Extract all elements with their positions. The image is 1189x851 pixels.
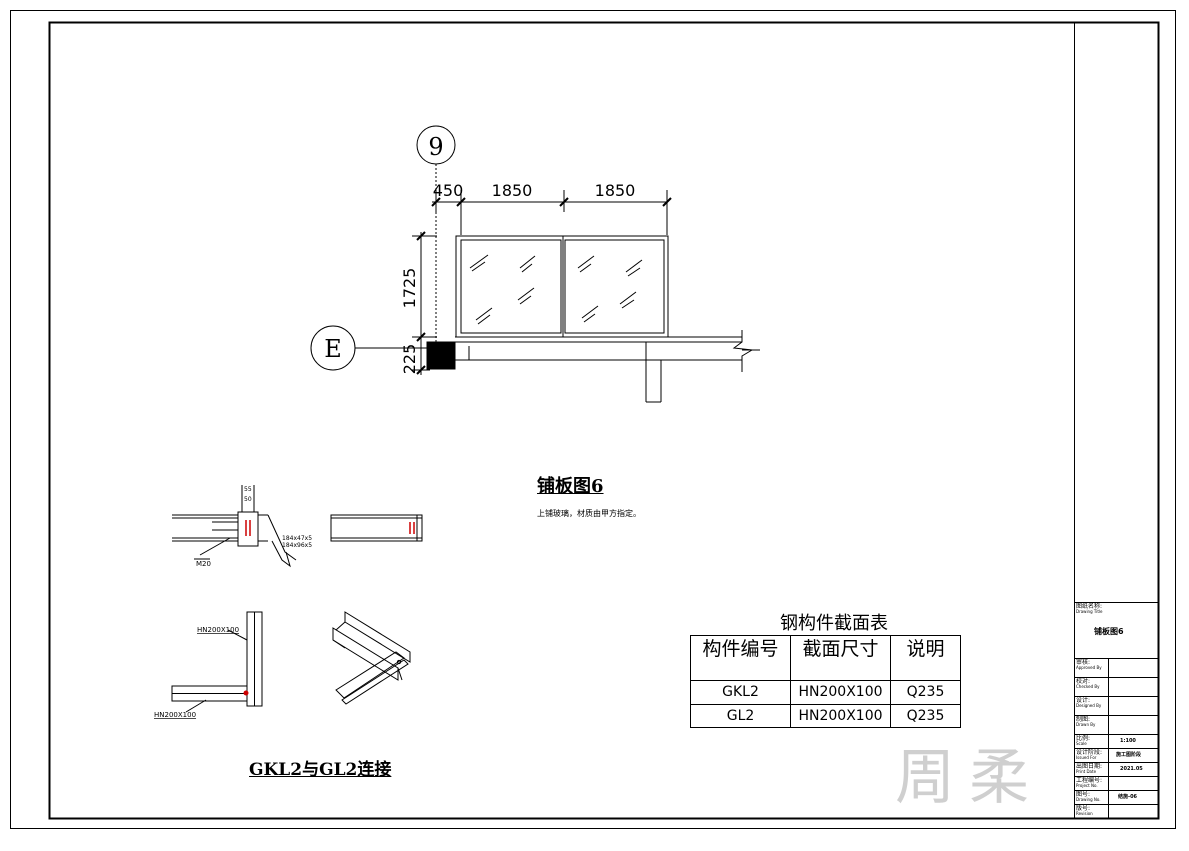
axis-label-9: 9	[428, 133, 443, 161]
table-cell: GKL2	[722, 684, 759, 700]
tb-row-issued: 设计阶段:Issued For	[1076, 749, 1103, 761]
isometric-joint	[332, 611, 411, 705]
dim-50: 50	[244, 496, 252, 503]
tb-row-designed: 设计:Designed By	[1076, 697, 1102, 709]
tb-label-en: Checked By	[1076, 684, 1100, 690]
tb-label-en: Drawn By	[1076, 722, 1096, 728]
tb-label-cn: 制图:	[1076, 716, 1091, 723]
plate-drawing-title: 铺板图6	[537, 476, 604, 497]
tb-label-cn: 审核:	[1076, 659, 1091, 666]
tb-label-en: Drawing Title	[1076, 609, 1103, 615]
tb-value-issued: 施工图阶段	[1116, 752, 1142, 758]
column-section	[426, 341, 456, 370]
tb-label-cn: 出图日期:	[1076, 763, 1103, 770]
axis-label-e: E	[324, 335, 342, 363]
table-cell: GL2	[726, 708, 755, 724]
tb-label-en: Drawing No.	[1076, 797, 1101, 803]
steel-table-title: 钢构件截面表	[780, 613, 888, 634]
table-header-section: 截面尺寸	[802, 638, 879, 660]
table-header-note: 说明	[906, 638, 945, 660]
plate-drawing-note: 上铺玻璃，材质由甲方指定。	[537, 509, 641, 518]
table-cell: HN200X100	[798, 708, 883, 724]
tb-label-cn: 设计:	[1076, 697, 1091, 704]
dim-1850-left: 1850	[492, 181, 533, 200]
bolt-label-m20: M20	[196, 560, 211, 568]
table-cell: Q235	[906, 708, 945, 724]
tb-label-cn: 版号:	[1076, 805, 1091, 812]
tb-label-cn: 比例:	[1076, 735, 1091, 742]
tb-row-scale: 比例:Scale	[1076, 735, 1091, 747]
tb-label-cn: 图纸名称:	[1076, 603, 1103, 610]
tb-row-drawing-no: 图号:Drawing No.	[1076, 791, 1101, 803]
dim-1725: 1725	[400, 268, 419, 309]
joint-bolt-mark	[243, 690, 249, 696]
tb-row-drawn: 制图:Drawn By	[1076, 716, 1096, 728]
tb-label-en: Issued For	[1076, 755, 1097, 761]
tb-row-approved: 审核:Approved By	[1076, 659, 1102, 671]
tb-row-checked: 校对:Checked By	[1076, 678, 1100, 690]
tb-label-cn: 工程编号:	[1076, 777, 1103, 784]
connection-detail	[172, 485, 423, 568]
dim-1850-right: 1850	[595, 181, 636, 200]
tb-value-scale: 1:100	[1120, 738, 1136, 744]
table-header-id: 构件编号	[702, 638, 779, 660]
tb-label-en: Scale	[1076, 741, 1087, 747]
tb-label-en: Print Date	[1076, 769, 1097, 775]
tb-label-cn: 设计阶段:	[1076, 749, 1103, 756]
tb-drawing-title: 铺板图6	[1094, 627, 1124, 636]
watermark-signature: 周柔	[895, 743, 1043, 813]
steel-table-grid	[690, 635, 961, 728]
tb-label-en: Approved By	[1076, 665, 1102, 671]
title-block-grid	[1074, 602, 1158, 818]
plate-label-1: 184x47x5	[282, 535, 312, 542]
table-cell: Q235	[906, 684, 945, 700]
tb-drawing-title-label: 图纸名称: Drawing Title	[1076, 603, 1103, 615]
tb-label-cn: 图号:	[1076, 791, 1091, 798]
table-cell: HN200X100	[798, 684, 883, 700]
tb-label-en: Project No.	[1076, 783, 1098, 789]
tb-value-print-date: 2021.05	[1120, 766, 1143, 772]
tb-label-en: Designed By	[1076, 703, 1102, 709]
bolt-marks	[245, 520, 415, 536]
outer-border	[10, 10, 1176, 829]
tb-row-print-date: 出图日期:Print Date	[1076, 763, 1103, 775]
inner-border	[48, 21, 1160, 820]
tb-row-project-no: 工程编号:Project No.	[1076, 777, 1103, 789]
plate-label-2: 184x96x5	[282, 542, 312, 549]
tb-label-en: Revision	[1076, 811, 1093, 817]
dim-225: 225	[400, 344, 419, 375]
glass-elevation	[310, 125, 760, 403]
beam-label-top: HN200X100	[197, 626, 239, 634]
tb-row-revision: 版号:Revision	[1076, 805, 1093, 817]
dim-450: 450	[433, 181, 464, 200]
glass-frame	[455, 235, 669, 338]
dim-55: 55	[244, 486, 252, 493]
tb-label-cn: 校对:	[1076, 678, 1091, 685]
beam-label-bottom: HN200X100	[154, 711, 196, 719]
tb-value-drawing-no: 结施-06	[1118, 794, 1138, 800]
beam-joint-title: GKL2与GL2连接	[249, 760, 392, 780]
